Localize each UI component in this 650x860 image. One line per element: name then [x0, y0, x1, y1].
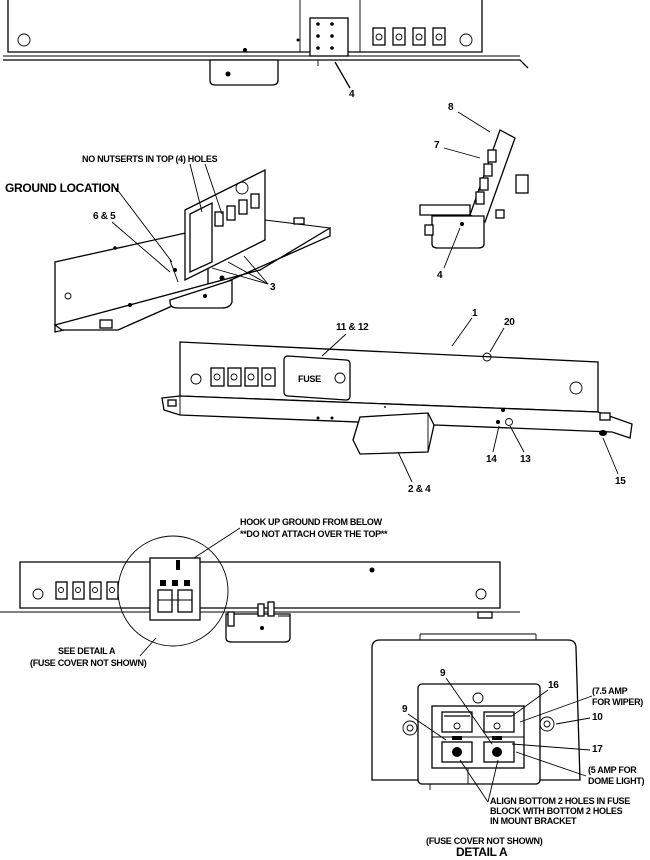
label-align-2: BLOCK WITH BOTTOM 2 HOLES	[490, 806, 623, 816]
callout-6-5: 6 & 5	[93, 211, 116, 222]
callout-15: 15	[615, 476, 626, 487]
label-hook-up-ground: HOOK UP GROUND FROM BELOW	[240, 517, 383, 527]
callout-9-top: 9	[440, 668, 446, 679]
label-align-3: IN MOUNT BRACKET	[490, 816, 577, 826]
label-7-5-amp: (7.5 AMP	[592, 686, 628, 696]
detail-a-view	[371, 633, 581, 790]
top-elevation-view	[3, 0, 529, 89]
callout-2-4: 2 & 4	[408, 484, 431, 495]
callout-4-side: 4	[437, 270, 443, 281]
callout-16: 16	[548, 680, 559, 691]
callout-9-left: 9	[402, 704, 408, 715]
callout-8: 8	[448, 102, 454, 113]
label-ground-location: GROUND LOCATION	[5, 181, 119, 195]
detail-caption-cover: (FUSE COVER NOT SHOWN)	[426, 836, 543, 846]
fuse-plate-text: FUSE	[298, 374, 321, 384]
label-5-amp: (5 AMP FOR	[588, 765, 637, 775]
callout-4-top: 4	[349, 89, 355, 100]
callout-17: 17	[592, 744, 603, 755]
callout-1: 1	[472, 308, 478, 319]
lower-elevation-view	[0, 535, 520, 647]
label-do-not-attach: **DO NOT ATTACH OVER THE TOP**	[240, 529, 388, 539]
callout-7: 7	[434, 140, 440, 151]
callout-10: 10	[592, 712, 603, 723]
label-fuse-cover-not-shown: (FUSE COVER NOT SHOWN)	[30, 658, 147, 668]
label-align-1: ALIGN BOTTOM 2 HOLES IN FUSE	[490, 796, 630, 806]
label-no-nutserts: NO NUTSERTS IN TOP (4) HOLES	[82, 154, 218, 164]
callout-20: 20	[504, 317, 515, 328]
callout-3: 3	[270, 282, 276, 293]
callout-11-12: 11 & 12	[336, 322, 369, 333]
detail-caption-title: DETAIL A	[456, 845, 508, 859]
label-dome-light: DOME LIGHT)	[588, 776, 644, 786]
label-see-detail-a: SEE DETAIL A	[58, 646, 116, 656]
callout-13: 13	[520, 454, 531, 465]
label-for-wiper: FOR WIPER)	[592, 697, 643, 707]
side-detail-view	[419, 129, 529, 249]
callout-14: 14	[486, 454, 497, 465]
fuse-panel-iso-view	[161, 341, 633, 455]
isometric-mount-view	[53, 168, 331, 333]
